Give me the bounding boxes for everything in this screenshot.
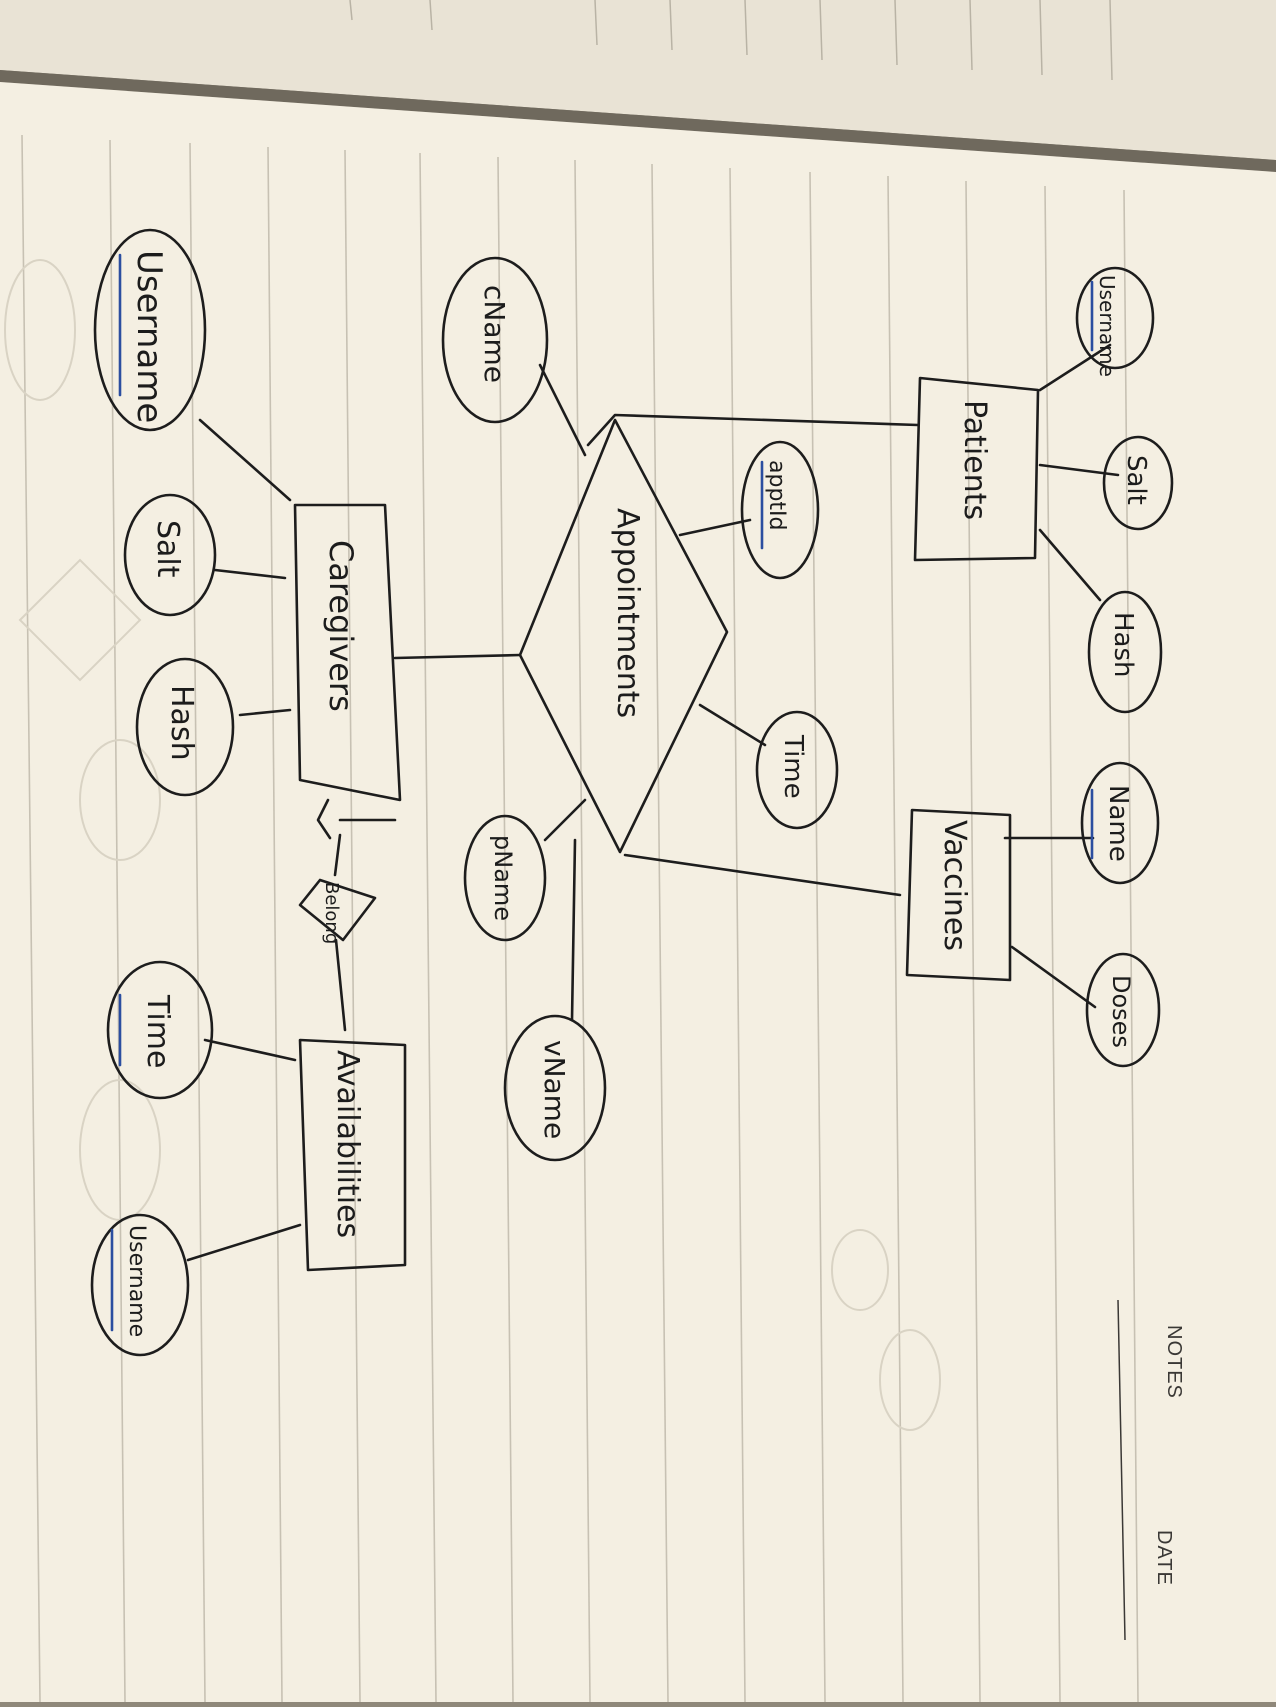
date-label: DATE xyxy=(1153,1530,1175,1586)
attr-caregivers-hash-label: Hash xyxy=(164,685,199,761)
header-rule xyxy=(1117,1299,1126,1641)
relationship-belong: Belong xyxy=(298,878,377,944)
attr-caregivers-username-label: Username xyxy=(129,250,169,423)
attr-patients-username-label: Username xyxy=(1095,275,1119,377)
attr-caregivers-username: Username xyxy=(93,228,207,432)
attr-patients-hash-label: Hash xyxy=(1108,612,1138,678)
attr-patients-username: Username xyxy=(1075,266,1155,377)
entity-vaccines: Vaccines xyxy=(905,808,1012,982)
entity-caregivers-label: Caregivers xyxy=(322,540,360,712)
previous-page-rules xyxy=(349,0,1113,81)
attr-patients-salt-label: Salt xyxy=(1121,455,1151,505)
attr-appt-pname: pName xyxy=(463,814,547,942)
attr-appt-vname-label: vName xyxy=(538,1040,571,1139)
attr-appt-id-label: apptId xyxy=(764,460,789,531)
attr-caregivers-salt-label: Salt xyxy=(150,520,185,578)
connector-lines xyxy=(186,343,1120,1262)
attr-vaccines-name: Name xyxy=(1080,761,1160,885)
entity-vaccines-label: Vaccines xyxy=(937,820,972,951)
relationship-appointments-label: Appointments xyxy=(610,508,645,718)
attr-availabilities-time: Time xyxy=(106,960,214,1100)
notebook-page xyxy=(0,82,1276,1702)
attr-appt-cname: cName xyxy=(441,256,549,424)
attr-appt-id: apptId xyxy=(740,440,820,580)
notes-label: NOTES xyxy=(1163,1325,1185,1399)
attr-appt-time-label: Time xyxy=(778,734,808,799)
attr-vaccines-doses: Doses xyxy=(1085,952,1161,1068)
entity-caregivers: Caregivers xyxy=(293,503,402,802)
entity-patients: Patients xyxy=(913,376,1040,562)
relationship-belong-label: Belong xyxy=(321,882,342,944)
previous-page xyxy=(0,0,1276,160)
attr-caregivers-salt: Salt xyxy=(123,493,217,617)
attr-availabilities-username: Username xyxy=(90,1213,190,1357)
relationship-appointments: Appointments xyxy=(518,418,729,854)
attr-appt-pname-label: pName xyxy=(489,835,517,921)
attr-appt-vname: vName xyxy=(503,1014,607,1162)
ruled-lines xyxy=(21,134,1139,1703)
attr-appt-time: Time xyxy=(755,710,839,830)
attr-patients-salt: Salt xyxy=(1102,435,1174,531)
entity-availabilities-label: Availabilities xyxy=(330,1050,365,1238)
attr-availabilities-username-label: Username xyxy=(124,1225,149,1337)
entity-patients-label: Patients xyxy=(957,400,992,520)
entity-availabilities: Availabilities xyxy=(298,1038,407,1272)
arrowhead xyxy=(316,798,332,840)
page-gutter xyxy=(0,70,1276,172)
attr-vaccines-doses-label: Doses xyxy=(1107,975,1135,1048)
attr-appt-cname-label: cName xyxy=(478,285,511,383)
attr-vaccines-name-label: Name xyxy=(1103,785,1133,862)
attr-patients-hash: Hash xyxy=(1087,590,1163,714)
attr-caregivers-hash: Hash xyxy=(135,657,235,797)
attr-availabilities-time-label: Time xyxy=(140,994,175,1068)
